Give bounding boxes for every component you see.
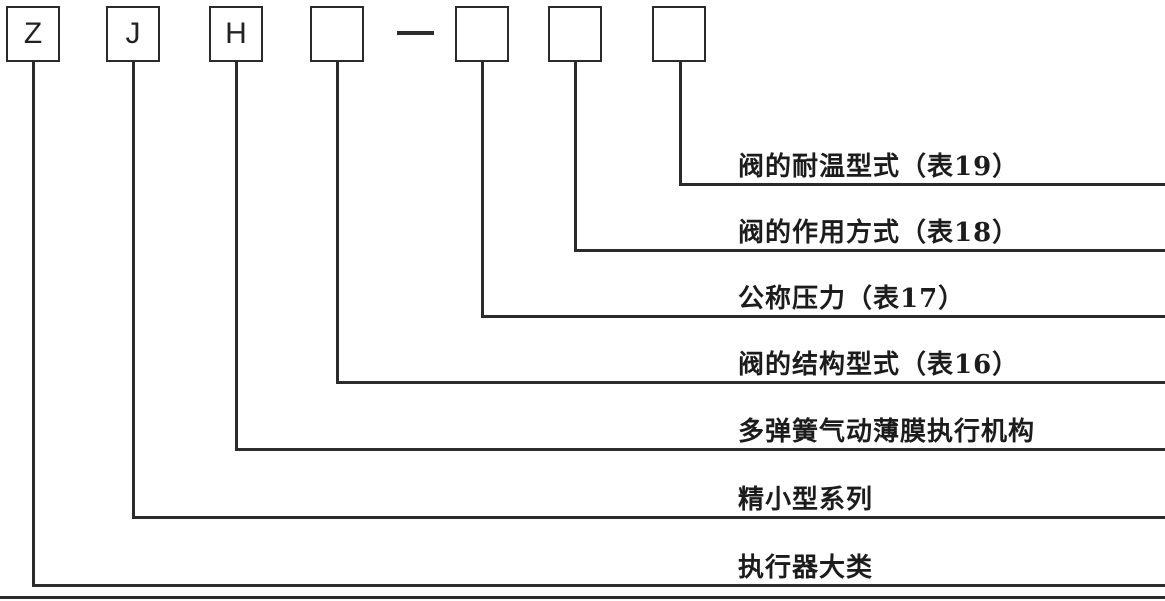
code-box-z-label: Z — [23, 17, 43, 50]
row-label-structure-type: 阀的结构型式（表16） — [738, 350, 1020, 380]
leader-line-vertical-pressure — [481, 62, 484, 318]
row-label-action-mode: 阀的作用方式（表18） — [738, 218, 1020, 248]
leader-line-horizontal-pressure — [481, 315, 1165, 318]
leader-line-horizontal-actuator — [235, 448, 1165, 451]
code-box-h-label: H — [225, 17, 247, 50]
leader-line-horizontal-temperature — [679, 183, 1165, 186]
row-label-compact-series: 精小型系列 — [738, 485, 874, 515]
row-label-temperature-type: 阀的耐温型式（表19） — [738, 152, 1020, 182]
code-box-j: J — [106, 6, 160, 62]
code-box-action — [548, 6, 602, 62]
leader-line-vertical-series — [132, 62, 135, 519]
leader-line-horizontal-category — [32, 584, 1165, 587]
code-box-h: H — [209, 6, 263, 62]
code-box-z: Z — [6, 6, 60, 62]
code-box-structure — [310, 6, 364, 62]
leader-line-horizontal-series — [132, 516, 1165, 519]
row-label-nominal-pressure: 公称压力（表17） — [738, 284, 966, 314]
leader-line-vertical-action — [574, 62, 577, 252]
bottom-border-line — [0, 596, 1165, 599]
leader-line-horizontal-action — [574, 249, 1165, 252]
row-label-actuator-mechanism: 多弹簧气动薄膜执行机构 — [738, 417, 1036, 447]
row-label-actuator-category: 执行器大类 — [738, 553, 874, 583]
separator-dash-icon — [397, 31, 434, 35]
code-box-pressure — [455, 6, 509, 62]
code-box-j-label: J — [125, 17, 141, 50]
code-box-temperature — [652, 6, 706, 62]
leader-line-vertical-actuator — [235, 62, 238, 451]
leader-line-horizontal-structure — [336, 381, 1165, 384]
leader-line-vertical-structure — [336, 62, 339, 384]
leader-line-vertical-temperature — [679, 62, 682, 186]
leader-line-vertical-category — [32, 62, 35, 587]
